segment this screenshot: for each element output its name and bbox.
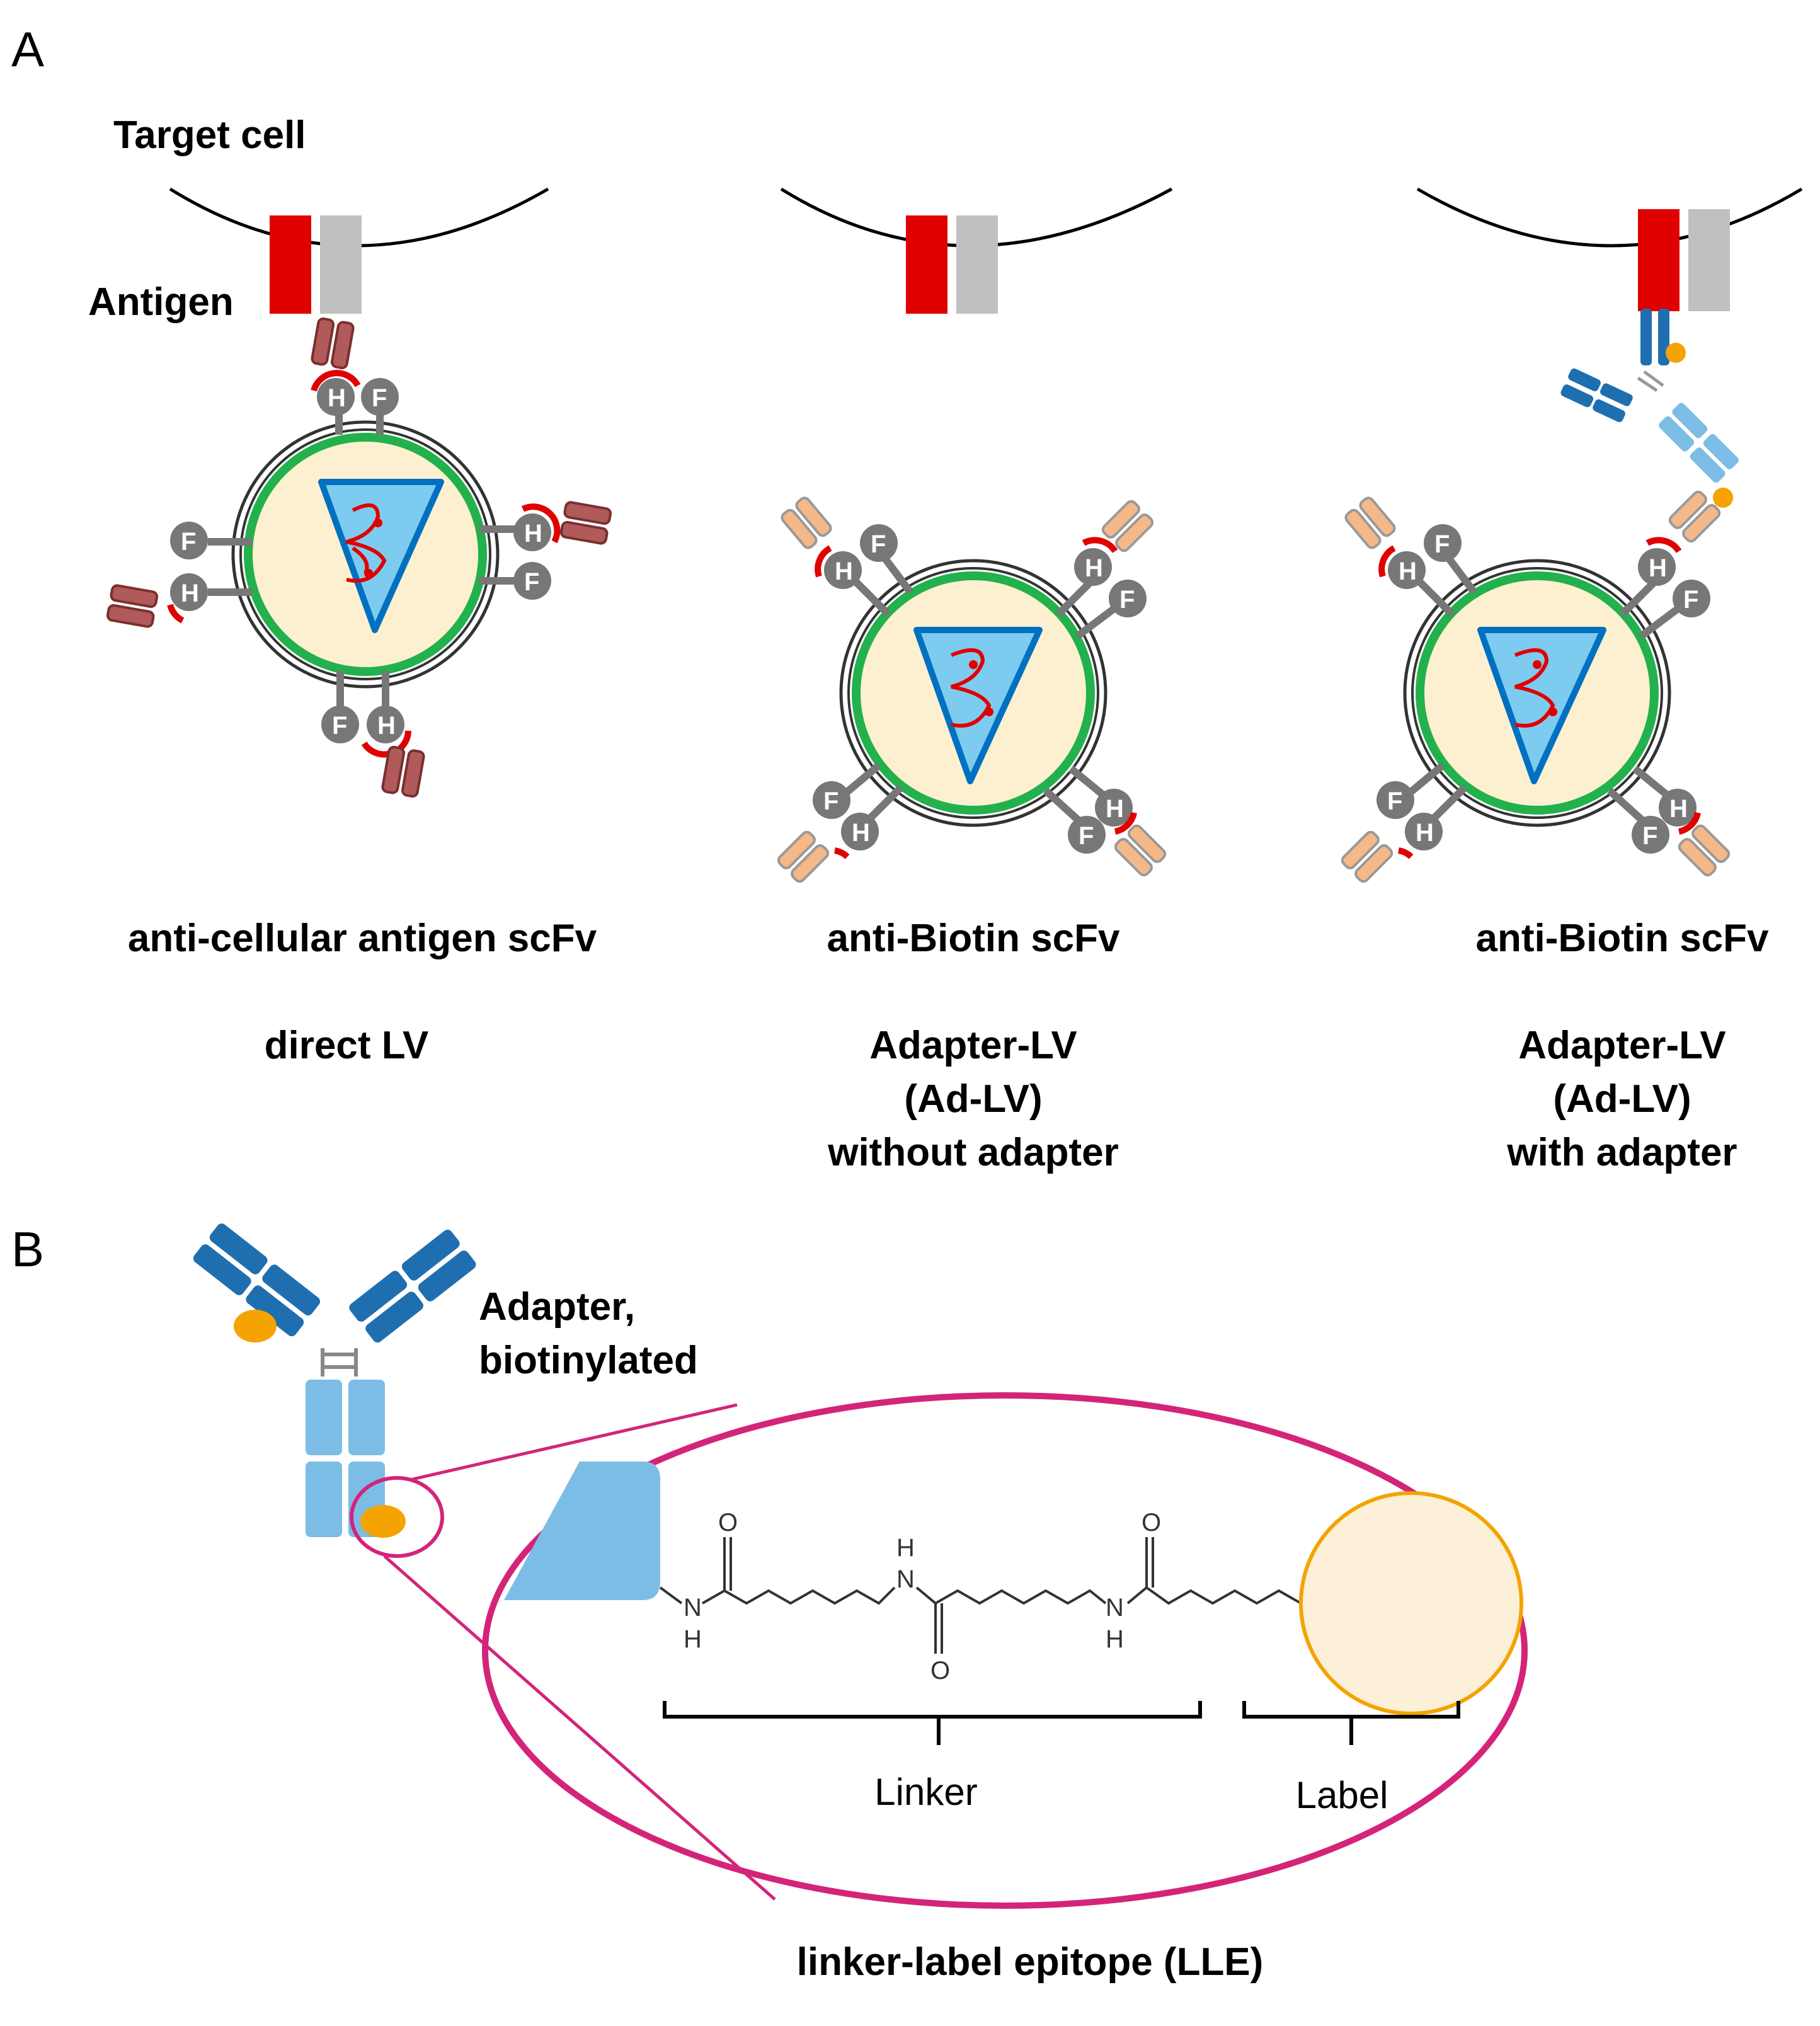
svg-text:H: H [835,558,853,585]
caption-adlv-with-line1: Adapter-LV [1518,1024,1726,1067]
bound-adapter-antibody [1560,309,1739,508]
atom-h-2: H [896,1534,915,1562]
adapter-label-line2: biotinylated [479,1339,698,1382]
svg-text:F: F [1387,787,1402,815]
viral-rna [950,648,992,728]
biotin-dot [234,1310,277,1342]
svg-text:H: H [1085,554,1103,582]
svg-text:F: F [1079,822,1094,850]
svg-text:H: H [1669,795,1688,823]
svg-text:F: F [524,568,539,596]
svg-text:H: H [1416,819,1434,847]
atom-n-2: N [896,1565,915,1593]
caption-direct-lv: direct LV [265,1024,429,1067]
svg-text:F: F [1683,586,1698,614]
linker-structure [659,1537,1302,1654]
atom-n-3: N [1106,1594,1124,1622]
svg-text:H: H [377,712,396,740]
caption-adlv-without-line1: Adapter-LV [869,1024,1077,1067]
svg-text:H: H [1399,558,1417,585]
viral-rna [1514,648,1555,728]
epitope-caption: linker-label epitope (LLE) [797,1940,1264,1984]
antigen-2 [906,215,998,314]
capsid-core [1477,627,1606,784]
atom-o-1: O [718,1509,738,1537]
caption-adlv-without-line2: (Ad-LV) [904,1077,1042,1121]
svg-text:H: H [852,819,870,847]
adapter-label-line1: Adapter, [479,1285,635,1329]
biotin-dot [360,1505,406,1538]
svg-text:H: H [524,520,542,547]
atom-h-3: H [1106,1625,1124,1653]
scfv-label-direct: anti-cellular antigen scFv [128,917,597,960]
svg-text:F: F [372,384,387,412]
lentiviral-particle-with-adapter: H F H F F H F H [1341,490,1731,884]
caption-adlv-with-line2: (Ad-LV) [1553,1077,1691,1121]
svg-text:H: H [1649,554,1667,582]
antigen-3 [1638,209,1730,311]
lentiviral-particle-adapter-free: H F H F F H F H [777,495,1167,883]
zoom-line-top [412,1403,738,1481]
target-cell-membrane-3 [1416,187,1803,248]
svg-text:H: H [328,384,346,412]
atom-n-1: N [684,1594,702,1622]
svg-text:F: F [332,712,347,740]
scfv-label-adapter-free: anti-Biotin scFv [827,917,1120,960]
scfv-label-with-adapter: anti-Biotin scFv [1475,917,1769,960]
antigen-label: Antigen [88,280,234,324]
capsid-core [913,627,1043,784]
antigen-1 [270,215,362,314]
target-cell-label: Target cell [113,113,306,157]
adapter-antibody [193,1223,476,1538]
zoom-source-circle [350,1476,444,1558]
atom-o-3: O [1142,1509,1161,1537]
caption-adlv-without-line3: without adapter [827,1131,1119,1174]
panel-b-letter: B [11,1222,44,1277]
zoom-line-bottom [383,1555,776,1901]
lentiviral-particle-direct: H F H F F H F H [105,316,613,799]
svg-text:F: F [1434,530,1450,558]
svg-text:F: F [181,528,196,556]
atom-h-1: H [684,1625,702,1653]
svg-text:H: H [1106,795,1124,823]
svg-text:H: H [181,580,199,607]
label-circle [1299,1491,1523,1715]
atom-o-2: O [930,1657,950,1685]
label-label: Label [1296,1774,1388,1816]
panel-a-letter: A [11,21,44,77]
linker-brace [663,1701,1202,1745]
caption-adlv-with-line3: with adapter [1506,1131,1737,1174]
linker-label: Linker [874,1771,977,1813]
svg-text:F: F [871,530,886,558]
svg-text:F: F [823,787,838,815]
label-brace [1242,1701,1460,1745]
svg-text:F: F [1119,586,1135,614]
zoom-ellipse [482,1392,1528,1909]
antibody-fragment [504,1462,660,1600]
svg-text:F: F [1642,822,1657,850]
